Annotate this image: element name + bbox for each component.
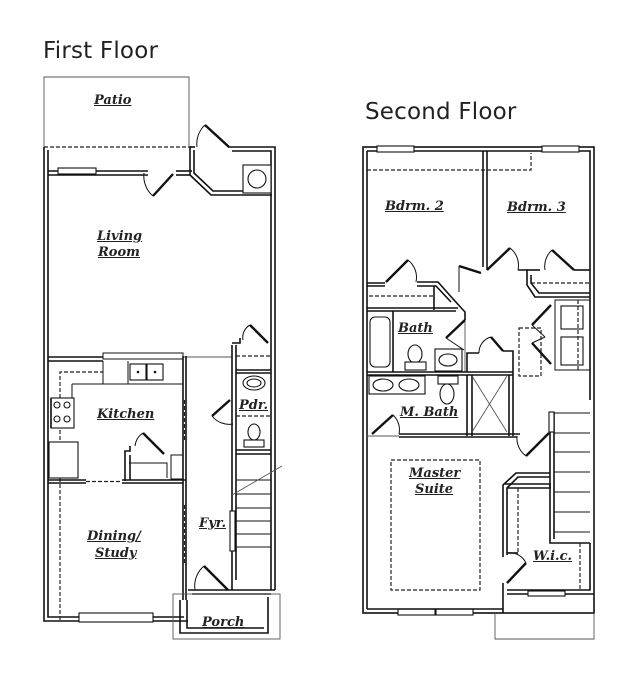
second-floor-title: Second Floor — [365, 99, 517, 125]
room-label-porch: Porch — [202, 615, 245, 630]
room-label-dining-line2: Study — [95, 546, 137, 561]
room-label-bath: Bath — [398, 321, 433, 336]
room-label-living-line1: Living — [97, 229, 143, 244]
room-label-patio: Patio — [94, 93, 132, 108]
room-label-foyer: Fyr. — [199, 516, 226, 531]
room-label-dining-line1: Dining/ — [87, 529, 141, 544]
room-label-master-line2: Suite — [415, 482, 454, 497]
room-label-master-bath: M. Bath — [400, 405, 459, 420]
room-label-bedroom-3: Bdrm. 3 — [507, 200, 566, 215]
room-label-powder: Pdr. — [239, 398, 269, 413]
room-label-kitchen: Kitchen — [97, 407, 155, 422]
room-label-master-line1: Master — [409, 466, 461, 481]
room-label-bedroom-2: Bdrm. 2 — [385, 199, 444, 214]
room-label-wic: W.i.c. — [533, 549, 573, 564]
room-label-living-line2: Room — [98, 245, 140, 260]
second-floor-plan — [362, 145, 595, 640]
first-floor-plan — [43, 76, 283, 640]
first-floor-title: First Floor — [43, 38, 159, 64]
